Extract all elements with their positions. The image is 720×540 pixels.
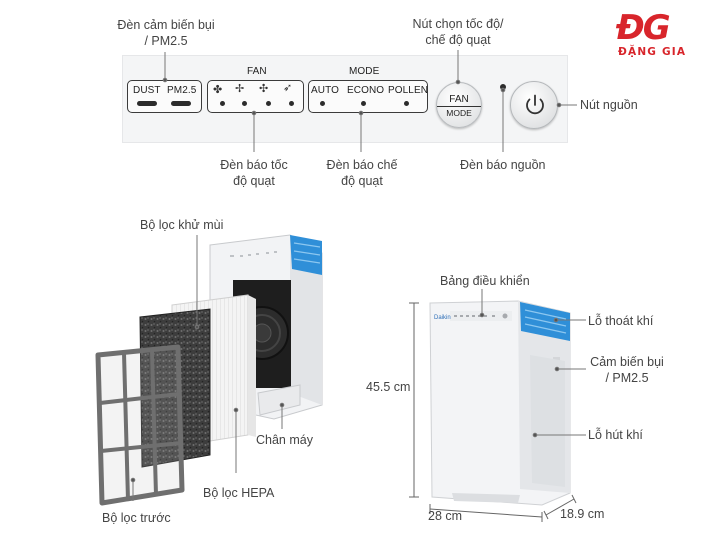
- fan-speed-1-icon: ✤: [213, 85, 222, 96]
- fan-turbo-light: [289, 101, 294, 106]
- power-button[interactable]: [510, 81, 558, 129]
- hepa-filter-label: Bộ lọc HEPA: [203, 485, 274, 501]
- speed-button-callout: Nút chọn tốc độ/ chế độ quạt: [402, 16, 514, 48]
- depth-dimension: 18.9 cm: [560, 506, 604, 522]
- brand-logo-name: ĐẶNG GIA: [618, 46, 686, 58]
- fan-turbo-icon: ➶: [283, 83, 292, 94]
- fan-speed-2-icon: ✢: [235, 84, 244, 95]
- mode-pollen-label: POLLEN: [388, 85, 428, 96]
- mode-light-callout: Đèn báo chế độ quạt: [308, 157, 416, 189]
- base-label: Chân máy: [256, 432, 313, 448]
- dust-sensor-label: Cảm biến bụi / PM2.5: [580, 354, 674, 386]
- fan-speed-light-callout: Đèn báo tốc độ quạt: [200, 157, 308, 189]
- power-icon: [511, 82, 559, 130]
- height-dimension: 45.5 cm: [366, 379, 410, 395]
- brand-logo: ĐG ĐẶNG GIA: [610, 8, 710, 64]
- device-brand-mark: Daikin: [434, 315, 451, 321]
- pre-filter-label: Bộ lọc trước: [102, 510, 171, 526]
- fan-mode-button[interactable]: FAN MODE: [436, 82, 482, 128]
- fan-mode-button-top: FAN: [437, 94, 481, 105]
- mode-pollen-light: [404, 101, 409, 106]
- air-inlet-label: Lỗ hút khí: [588, 427, 643, 443]
- power-light-callout: Đèn báo nguồn: [460, 157, 546, 173]
- fan-mode-button-bottom: MODE: [437, 106, 481, 118]
- mode-auto-label: AUTO: [311, 85, 339, 96]
- mode-econo-label: ECONO: [347, 85, 384, 96]
- dust-sensor-light-callout: Đèn cảm biến bụi / PM2.5: [110, 17, 222, 49]
- fan-title: FAN: [247, 66, 267, 77]
- deodorizing-filter-label: Bộ lọc khử mùi: [140, 217, 223, 233]
- dust-label: DUST: [133, 85, 161, 96]
- fan-speed-2-light: [242, 101, 247, 106]
- mode-econo-light: [361, 101, 366, 106]
- fan-speed-3-icon: ✣: [259, 84, 268, 95]
- mode-auto-light: [320, 101, 325, 106]
- control-panel-label: Bảng điều khiển: [440, 273, 530, 289]
- pm25-label: PM2.5: [167, 85, 196, 96]
- fan-speed-1-light: [220, 101, 225, 106]
- mode-title: MODE: [349, 66, 379, 77]
- device-view: Daikin: [360, 265, 660, 535]
- dust-indicator: [137, 101, 157, 106]
- power-indicator-light: [500, 84, 506, 90]
- pre-filter: [98, 347, 182, 503]
- width-dimension: 28 cm: [428, 508, 462, 524]
- fan-speed-3-light: [266, 101, 271, 106]
- device-body: [430, 301, 570, 505]
- pm25-indicator: [171, 101, 191, 106]
- brand-logo-mark: ĐG: [616, 8, 669, 48]
- air-outlet-label: Lỗ thoát khí: [588, 313, 653, 329]
- power-button-callout: Nút nguồn: [580, 97, 638, 113]
